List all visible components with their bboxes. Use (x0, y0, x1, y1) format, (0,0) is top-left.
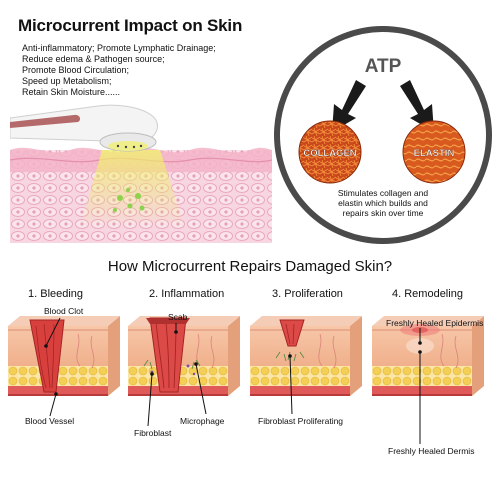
label-blood-vessel: Blood Vessel (25, 416, 75, 426)
benefit-line-3: Promote Blood Circulation; (22, 65, 130, 75)
pointer-microphage (194, 362, 207, 415)
stage-title-inflammation: 2. Inflammation (149, 288, 225, 300)
elastin-label: ELASTIN (414, 148, 455, 159)
benefit-line-2: Reduce edema & Pathogen source; (22, 54, 165, 64)
pointer-fibroblast-proliferating (288, 354, 293, 415)
stage-proliferation-illustration (250, 316, 363, 397)
label-microphage: Microphage (180, 416, 225, 426)
label-blood-clot: Blood Clot (44, 306, 84, 316)
wound-healing (279, 319, 305, 347)
benefit-line-1: Anti-inflammatory; Promote Lymphatic Dra… (22, 43, 216, 53)
device-head-light (108, 141, 148, 151)
label-fibroblast: Fibroblast (134, 428, 172, 438)
repair-section-title: How Microcurrent Repairs Damaged Skin? (107, 258, 393, 275)
atp-caption-line-2: elastin which builds and (338, 198, 428, 208)
microcurrent-device-illustration (10, 104, 272, 243)
stage-bleeding-illustration (8, 316, 121, 397)
microcurrent-glow (80, 150, 185, 228)
atp-caption-line-3: repairs skin over time (343, 208, 424, 218)
benefit-line-5: Retain Skin Moisture...... (22, 87, 121, 97)
collagen-label: COLLAGEN (303, 148, 356, 159)
stage-title-remodeling: 4. Remodeling (392, 288, 463, 300)
page-title: Microcurrent Impact on Skin (18, 16, 243, 35)
label-freshly-healed-epidermis: Freshly Healed Epidermis (386, 318, 484, 328)
pointer-healed-epidermis (418, 328, 422, 345)
elastin-circle (402, 120, 466, 184)
pointer-blood-clot (44, 317, 61, 348)
atp-caption-line-1: Stimulates collagen and (338, 188, 429, 198)
pointer-blood-vessel (49, 392, 58, 417)
atp-arrows (332, 80, 434, 132)
atp-label: ATP (365, 56, 402, 77)
pointer-scab (174, 323, 178, 334)
stage-title-proliferation: 3. Proliferation (272, 288, 343, 300)
label-freshly-healed-dermis: Freshly Healed Dermis (388, 446, 475, 456)
arrow-to-elastin-icon (400, 80, 434, 132)
label-scab: Scab (168, 312, 188, 322)
stage-inflammation-illustration (128, 316, 241, 397)
current-sparkles (113, 188, 145, 212)
atp-ring (274, 26, 492, 244)
benefit-line-4: Speed up Metabolism; (22, 76, 112, 86)
arrow-to-collagen-icon (332, 80, 366, 132)
pointer-healed-dermis (418, 350, 422, 444)
atp-diagram: ATP COLLAGEN ELASTIN Stimulates collagen… (274, 26, 492, 244)
stage-title-bleeding: 1. Bleeding (28, 288, 84, 300)
label-fibroblast-proliferating: Fibroblast Proliferating (258, 416, 344, 426)
pointer-fibroblast (147, 372, 154, 427)
collagen-circle (298, 120, 362, 184)
device-rose-accent (10, 114, 81, 128)
